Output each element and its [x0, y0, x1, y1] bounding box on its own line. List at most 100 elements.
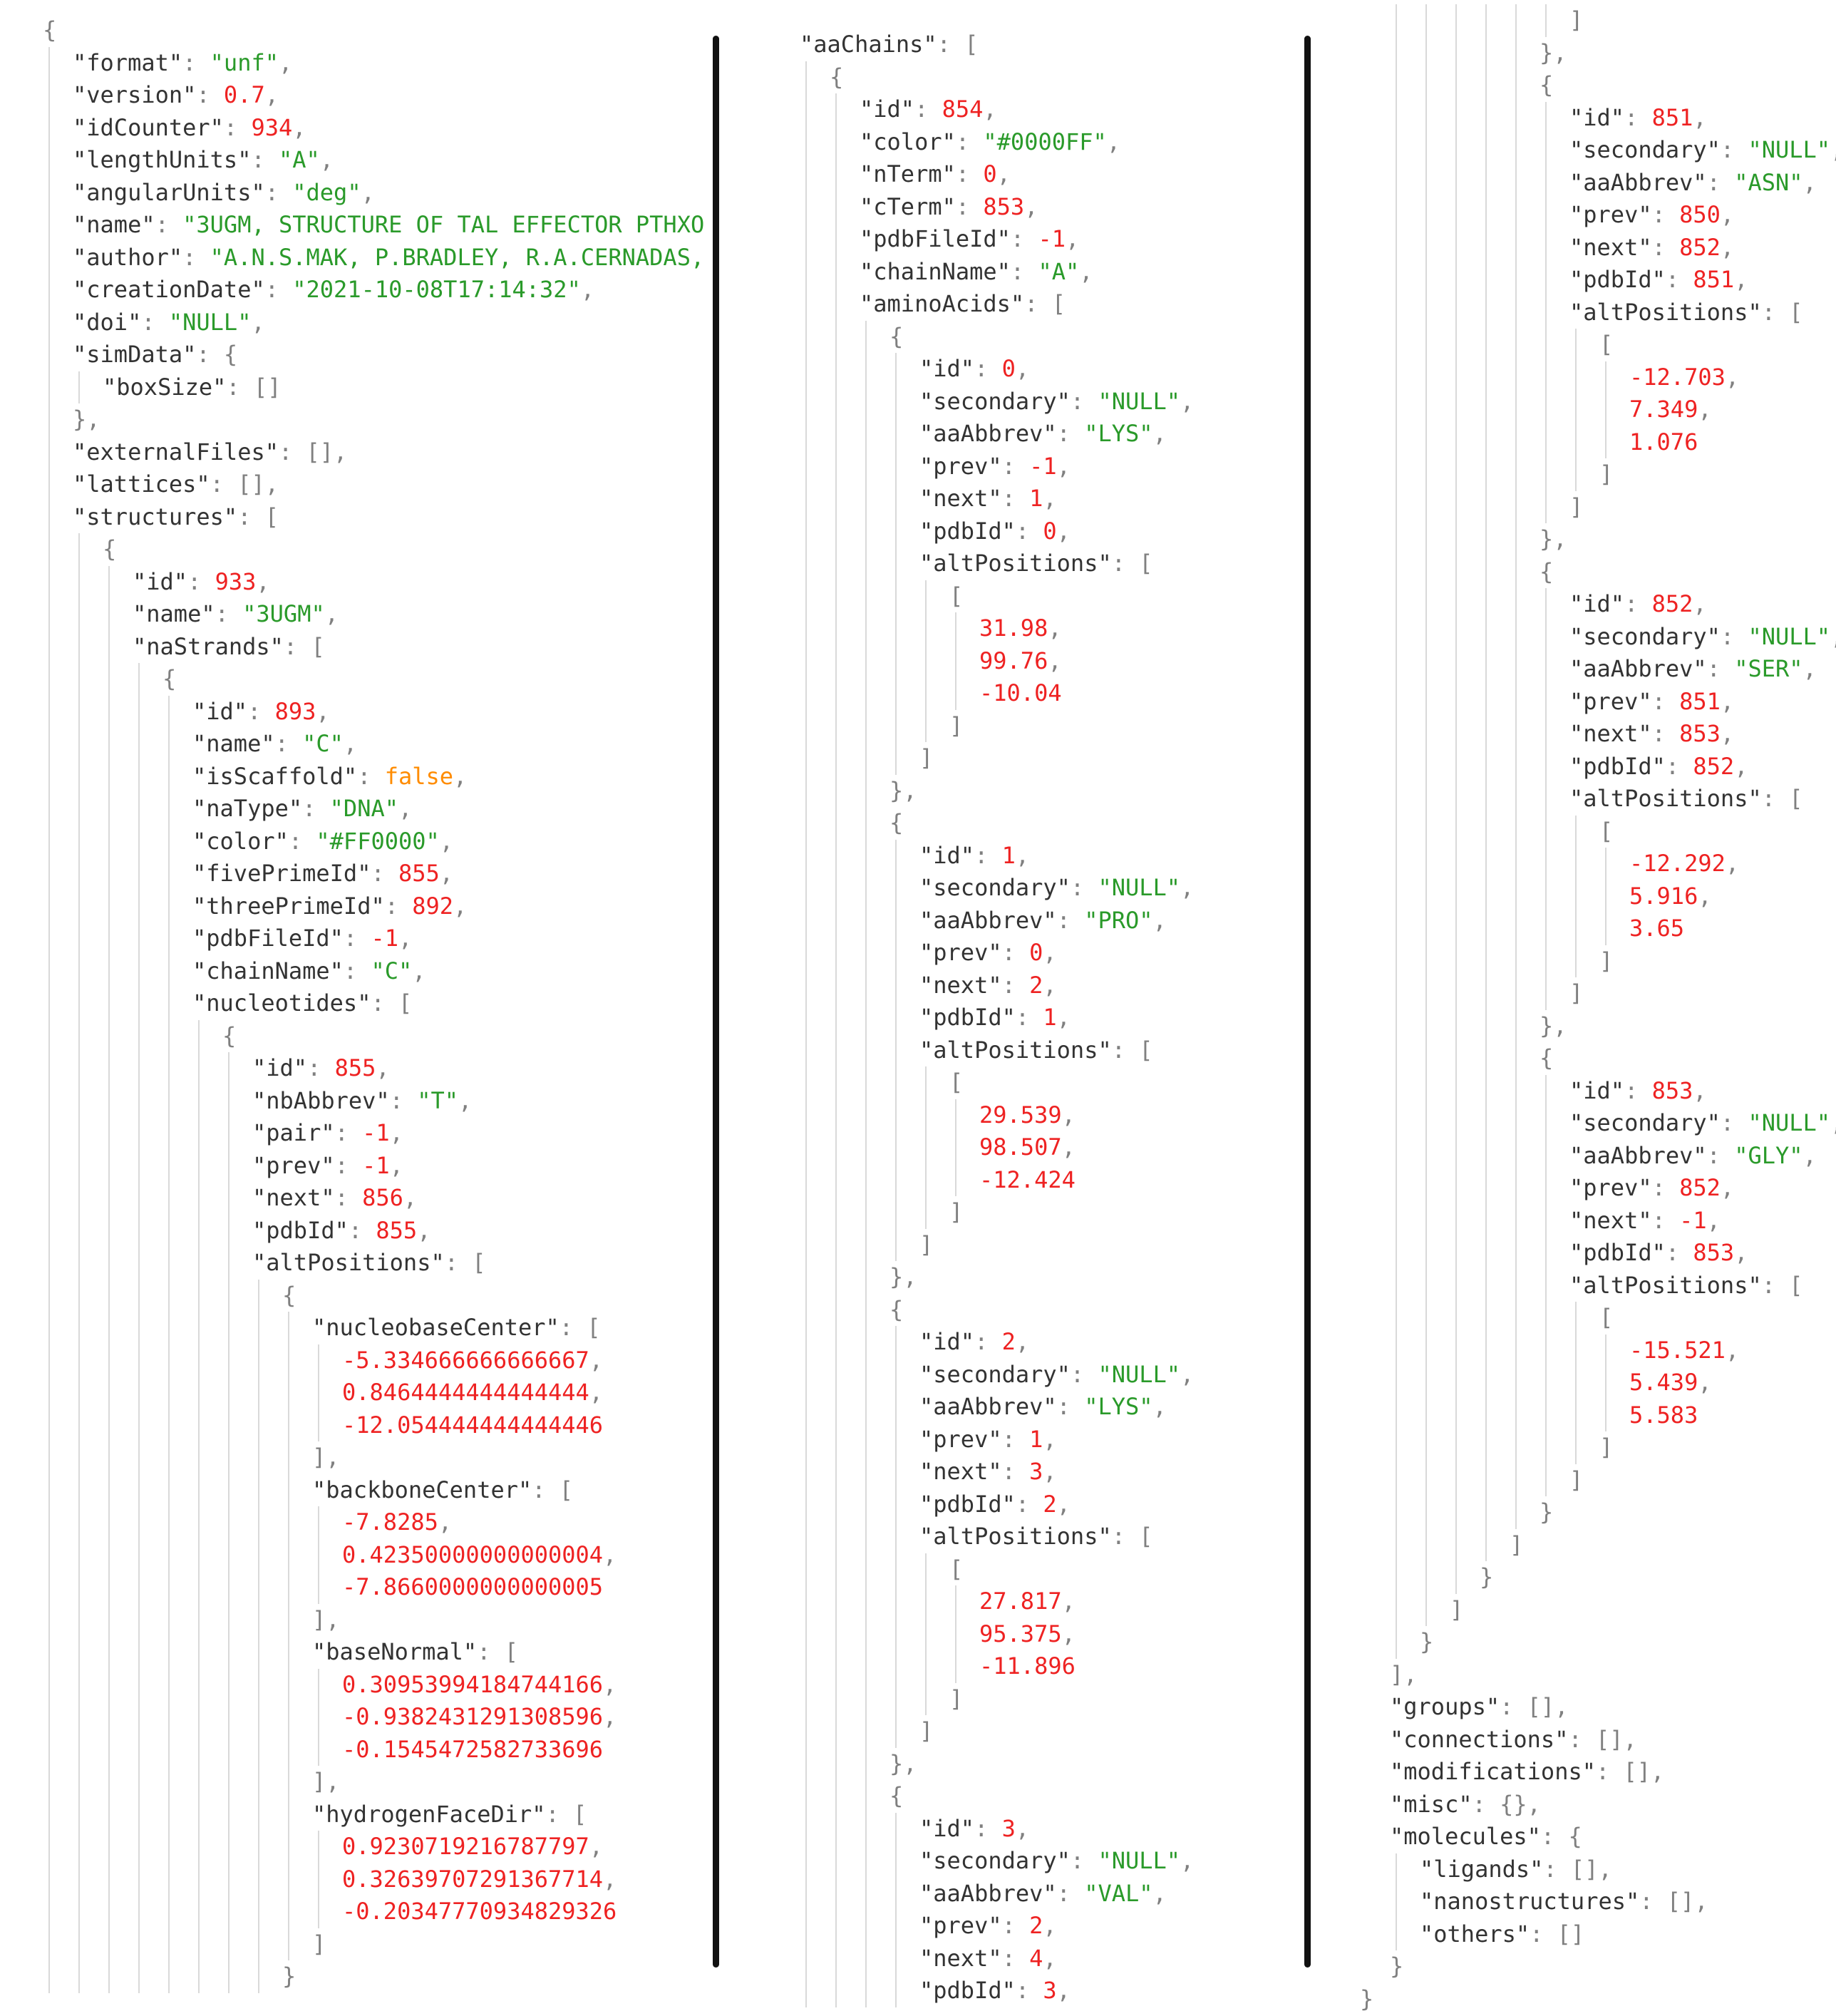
indent-guide [1575, 329, 1577, 491]
json-line: -7.8285, [342, 1506, 452, 1539]
json-number: 27.817 [979, 1588, 1062, 1615]
json-key: "next" [252, 1184, 335, 1211]
json-punctuation: : [955, 160, 984, 187]
json-punctuation: : [302, 795, 330, 822]
json-line: ] [1569, 491, 1583, 524]
indent-guide [1545, 101, 1547, 523]
json-line: 95.375, [979, 1618, 1076, 1651]
json-line: "ligands": [], [1420, 1853, 1612, 1886]
indent-guide [168, 695, 170, 1993]
json-line: "altPositions": [ [919, 1521, 1153, 1553]
json-line: "others": [] [1420, 1918, 1584, 1951]
json-line: "cTerm": 853, [860, 191, 1038, 224]
json-punctuation: , [1734, 1239, 1748, 1266]
json-punctuation: : [1001, 1912, 1030, 1939]
json-punctuation: , [438, 1508, 453, 1536]
json-punctuation: ], [312, 1768, 340, 1795]
json-number: -12.054444444444446 [342, 1411, 604, 1439]
json-line: ] [1569, 4, 1583, 37]
json-punctuation: , [398, 925, 413, 952]
json-key: "pdbId" [919, 1977, 1016, 2004]
json-punctuation: : [274, 730, 303, 757]
json-string: "2021-10-08T17:14:32" [292, 276, 581, 303]
json-punctuation: : [357, 762, 385, 790]
json-punctuation: : [1651, 1174, 1680, 1201]
json-punctuation: : [334, 1151, 363, 1179]
json-number: 2 [1001, 1328, 1016, 1355]
json-line: "id": 855, [252, 1052, 390, 1085]
json-line: "name": "C", [192, 728, 357, 761]
json-key: "modifications" [1390, 1758, 1596, 1785]
json-line: "chainName": "C", [192, 955, 426, 988]
json-line: 5.916, [1629, 880, 1712, 913]
json-number: 5.916 [1629, 882, 1698, 910]
json-line: ] [919, 1715, 933, 1748]
json-punctuation: : [334, 1184, 363, 1211]
json-line: } [1420, 1626, 1433, 1659]
json-line: "misc": {}, [1390, 1789, 1541, 1821]
json-line: "prev": 851, [1569, 686, 1734, 719]
json-number: 851 [1651, 103, 1693, 131]
json-line: "id": 3, [919, 1813, 1029, 1846]
json-punctuation: : [389, 1086, 418, 1114]
json-punctuation: : [1010, 257, 1038, 285]
json-line: "pdbId": 853, [1569, 1237, 1748, 1270]
json-punctuation: : [1001, 1944, 1030, 1972]
json-line: "pdbId": 852, [1569, 751, 1748, 783]
json-punctuation: , [1056, 517, 1071, 545]
json-line: "version": 0.7, [73, 79, 279, 112]
json-line: "externalFiles": [], [73, 436, 347, 469]
json-number: -1 [371, 925, 398, 952]
json-number: 98.507 [979, 1133, 1062, 1161]
json-number: 95.375 [979, 1620, 1062, 1647]
json-key: "pdbId" [1569, 266, 1666, 293]
json-line: "color": "#0000FF", [860, 126, 1120, 159]
json-punctuation: ], [312, 1605, 340, 1633]
json-punctuation: , [1803, 1141, 1817, 1169]
json-punctuation: , [1079, 257, 1093, 285]
json-string: "A" [1038, 257, 1080, 285]
json-punctuation: { [222, 1022, 237, 1049]
json-punctuation: , [1048, 614, 1062, 642]
json-line: "baseNormal": [ [312, 1636, 518, 1669]
json-punctuation: , [361, 178, 375, 206]
json-line: "secondary": "NULL", [1569, 621, 1836, 654]
json-number: 852 [1651, 590, 1693, 617]
json-punctuation: , [1706, 1206, 1721, 1234]
json-key: "name" [133, 600, 215, 627]
json-line: "prev": 1, [919, 1424, 1057, 1456]
json-key: "pair" [252, 1119, 335, 1146]
json-key: "next" [919, 971, 1002, 999]
json-punctuation: : [1651, 720, 1680, 747]
column-divider-left [713, 36, 719, 1968]
indent-guide [835, 93, 837, 2007]
json-string: "NULL" [1748, 136, 1831, 163]
json-punctuation: { [1540, 71, 1554, 98]
json-key: "ligands" [1420, 1855, 1544, 1883]
json-line: "aaAbbrev": "ASN", [1569, 167, 1817, 200]
json-line: } [1480, 1561, 1493, 1594]
json-line: "structures": [ [73, 501, 279, 534]
json-punctuation: : [1070, 874, 1098, 901]
json-punctuation: : [196, 81, 224, 108]
json-punctuation: : [955, 128, 984, 155]
json-punctuation: : [1056, 1879, 1085, 1907]
json-line: "id": 854, [860, 93, 997, 126]
json-punctuation: : [155, 211, 183, 238]
json-key: "nTerm" [860, 160, 956, 187]
json-number: 2 [1029, 971, 1043, 999]
json-punctuation: : [1706, 655, 1735, 682]
json-string: "GLY" [1734, 1141, 1803, 1169]
json-key: "connections" [1390, 1725, 1569, 1753]
json-key: "altPositions" [919, 1523, 1112, 1550]
json-key: "id" [1569, 1076, 1625, 1104]
json-line: ] [949, 1683, 963, 1716]
json-key: "secondary" [1569, 622, 1721, 650]
json-number: 0.32639707291367714 [342, 1865, 604, 1893]
json-number: -0.1545472582733696 [342, 1735, 604, 1763]
json-punctuation: : [247, 697, 275, 725]
json-number: 2 [1043, 1490, 1057, 1518]
json-key: "prev" [919, 939, 1002, 966]
json-punctuation: , [1698, 882, 1712, 910]
json-punctuation: { [889, 1782, 904, 1809]
